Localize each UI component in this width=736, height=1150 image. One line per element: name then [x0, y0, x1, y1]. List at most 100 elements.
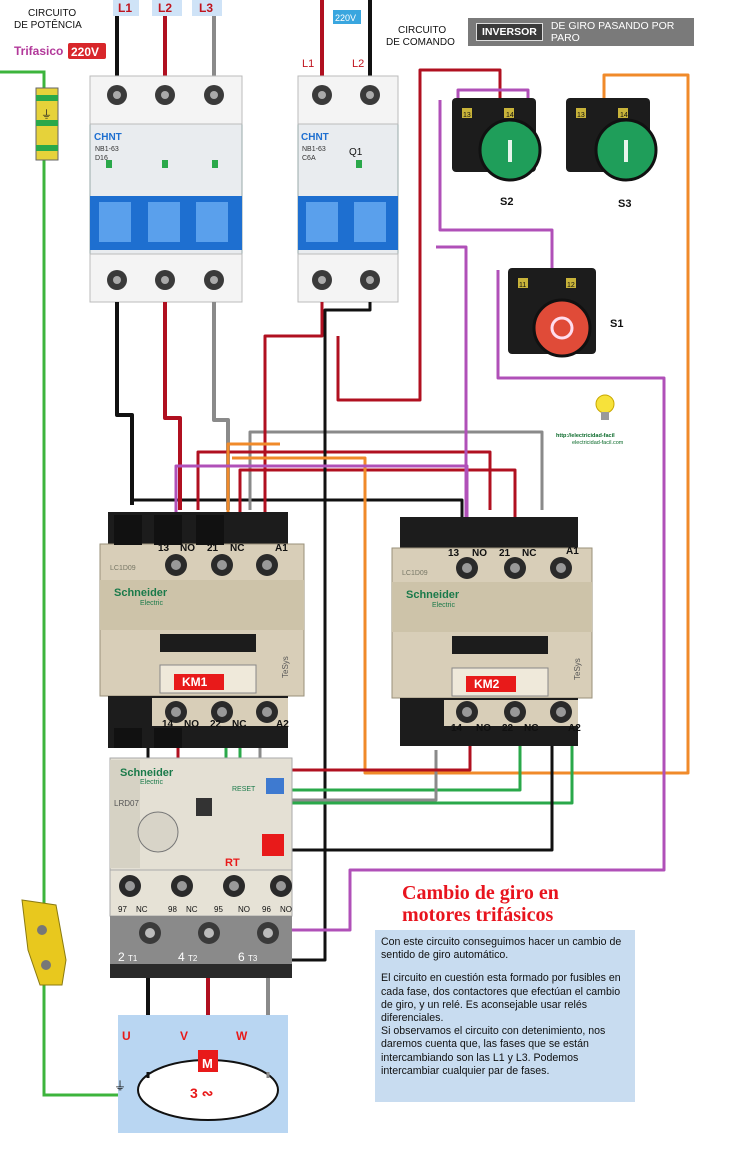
main-breaker-model: NB1-63 [95, 146, 119, 153]
power-circuit-title: CIRCUITO DE POTÊNCIA [14, 8, 82, 31]
motor-terminal-u: U [122, 1029, 131, 1043]
relay-terminal-nc2: NC [186, 905, 198, 914]
mode-text: DE GIRO PASANDO POR PARO [550, 20, 675, 44]
km1-tag [174, 674, 224, 690]
motor-terminal-w: W [236, 1029, 248, 1043]
relay-model: LRD07 [114, 799, 139, 808]
control-breaker-rating: C6A [302, 155, 316, 162]
km2-bottom-nc: NC [524, 723, 538, 734]
pushbutton-s3[interactable] [566, 98, 658, 182]
s1-terminal-11: 11 [519, 282, 526, 289]
relay-terminal-95: 95 [214, 905, 223, 914]
voltage-badge-text: 220V [71, 45, 99, 59]
description-title-line2: motores trifásicos [402, 904, 554, 926]
power-circuit-line1: CIRCUITO [28, 8, 76, 19]
relay-terminal-98: 98 [168, 905, 177, 914]
main-breaker-rating: D16 [95, 155, 108, 162]
km1-top-13: 13 [158, 543, 170, 554]
km1-bottom-nc: NC [232, 719, 246, 730]
s1-label: S1 [610, 318, 623, 330]
control-line-l1: L1 [302, 58, 314, 70]
km1-brand: Schneider [114, 587, 168, 599]
control-voltage-text: 220V [335, 13, 356, 23]
control-breaker-brand: CHNT [301, 132, 329, 143]
description-paragraph-1: Con este circuito conseguimos hacer un c… [381, 936, 622, 962]
s1-terminal-12: 12 [567, 282, 575, 289]
description-paragraph-2: El circuito en cuestión esta formado por… [381, 972, 621, 1025]
line-label-l3: L3 [199, 1, 213, 15]
km1-series: TeSys [281, 656, 290, 678]
main-breaker [89, 75, 243, 303]
description-panel: Con este circuito conseguimos hacer un c… [375, 930, 635, 1102]
pushbutton-s2[interactable] [452, 98, 542, 182]
ground-icon: ⏚ [41, 108, 52, 121]
km2-tag [466, 676, 516, 692]
relay-label: RT [225, 857, 240, 869]
relay-brand-sub: Electric [140, 779, 163, 786]
km1-brand-sub: Electric [140, 600, 163, 607]
relay-reset: RESET [232, 786, 256, 793]
km2-bottom-22: 22 [502, 723, 514, 734]
relay-output-2: 2 [118, 950, 125, 964]
s2-terminal-13: 13 [463, 112, 471, 119]
km2-brand-sub: Electric [432, 602, 455, 609]
km2-bottom-a2: A2 [568, 723, 581, 734]
mode-banner: INVERSOR DE GIRO PASANDO POR PARO [468, 18, 694, 46]
watermark-line1: http://electricidad-facil [556, 433, 615, 439]
pushbutton-s1[interactable] [508, 268, 596, 358]
relay-terminal-96: 96 [262, 905, 271, 914]
relay-output-t3: T3 [248, 954, 258, 963]
km2-bottom-14: 14 [451, 723, 463, 734]
relay-output-6: 6 [238, 950, 245, 964]
s3-terminal-14: 14 [620, 112, 628, 119]
km2-model: LC1D09 [402, 570, 428, 577]
power-circuit-line2: DE POTÊNCIA [14, 18, 82, 31]
km1-top-a1: A1 [275, 543, 288, 554]
relay-terminal-nc1: NC [136, 905, 148, 914]
line-label-l2: L2 [158, 1, 172, 15]
voltage-badge [68, 43, 106, 59]
relay-terminal-no2: NO [280, 905, 292, 914]
motor-ground-icon: ⏚ [114, 1079, 126, 1093]
km2-series: TeSys [573, 658, 582, 680]
motor-terminal-v: V [180, 1029, 188, 1043]
mode-key: INVERSOR [476, 23, 543, 41]
km2-brand: Schneider [406, 589, 460, 601]
km1-top-nc: NC [230, 543, 244, 554]
control-breaker [297, 75, 399, 303]
km2-bottom-no: NO [476, 723, 491, 734]
km2-top-a1: A1 [566, 546, 579, 557]
main-breaker-brand: CHNT [94, 132, 122, 143]
km1-bottom-14: 14 [162, 719, 174, 730]
km1-bottom-22: 22 [210, 719, 222, 730]
motor-symbol: M [202, 1056, 213, 1071]
control-circuit-line2: DE COMANDO [386, 37, 455, 48]
description-title: Cambio de giro en motores trifásicos [402, 882, 559, 926]
lightbulb-icon [595, 394, 615, 420]
km1-bottom-a2: A2 [276, 719, 289, 730]
relay-output-t2: T2 [188, 954, 198, 963]
ground-terminal-bottom [21, 899, 67, 986]
description-title-line1: Cambio de giro en [402, 882, 559, 904]
description-paragraph-3: Si observamos el circuito con detenimien… [381, 1025, 606, 1077]
km1-name: KM1 [182, 675, 208, 689]
km2-top-nc: NC [522, 548, 536, 559]
relay-terminal-97: 97 [118, 905, 127, 914]
km1-top-21: 21 [207, 543, 219, 554]
relay-output-4: 4 [178, 950, 185, 964]
relay-brand: Schneider [120, 767, 174, 779]
km2-top-13: 13 [448, 548, 460, 559]
control-line-l2: L2 [352, 58, 364, 70]
contactor-km1 [99, 512, 305, 748]
control-breaker-model: NB1-63 [302, 146, 326, 153]
control-circuit-line1: CIRCUITO [398, 25, 446, 36]
km1-top-no: NO [180, 543, 195, 554]
relay-terminal-no1: NO [238, 905, 250, 914]
control-breaker-label: Q1 [349, 147, 363, 158]
watermark-line2: electricidad-facil.com [572, 440, 624, 446]
motor: ⏚ [114, 1015, 288, 1133]
s2-label: S2 [500, 196, 513, 208]
relay-output-t1: T1 [128, 954, 138, 963]
km1-bottom-no: NO [184, 719, 199, 730]
